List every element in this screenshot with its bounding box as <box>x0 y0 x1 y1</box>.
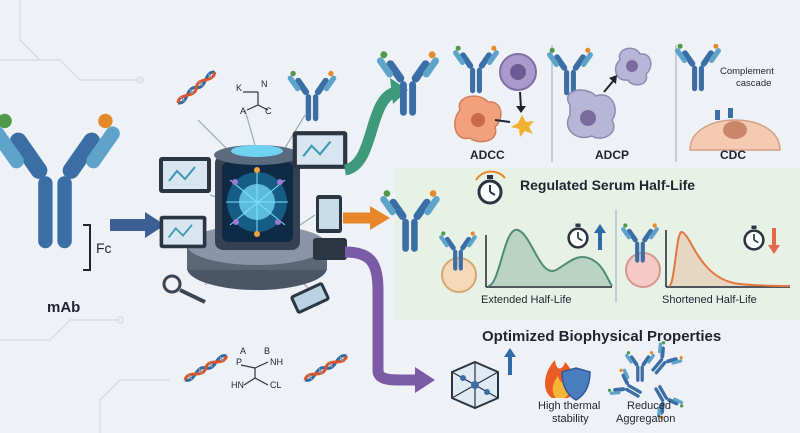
chem-bottom-b: B <box>264 346 271 356</box>
extended-halflife-label: Extended Half-Life <box>481 294 572 306</box>
halflife-title: Regulated Serum Half-Life <box>520 177 696 193</box>
biophys-title: Optimized Biophysical Properties <box>482 328 722 345</box>
fc-bracket <box>83 224 91 271</box>
monitor-icon-left-bottom <box>158 214 208 250</box>
aggregation-label-line2: Aggregation <box>616 413 676 425</box>
biophys-panel <box>451 338 687 422</box>
thermal-label-line2: stability <box>552 413 589 425</box>
chem-bottom-a: A <box>240 346 247 356</box>
extended-halflife-chart <box>438 222 613 293</box>
chem-top-k: K <box>236 83 243 93</box>
shield-icon <box>561 367 591 401</box>
arrow-effector <box>343 86 398 176</box>
chem-bottom-hn: HN <box>231 380 244 390</box>
adcc-label: ADCC <box>470 148 505 162</box>
arrow-up-icon <box>594 224 606 233</box>
arrow-down-icon <box>768 245 780 254</box>
aggregation-label-line1: Reduced <box>627 400 672 412</box>
cdc-label: CDC <box>720 148 746 162</box>
card-icon <box>313 238 347 260</box>
adcp-illustration <box>546 46 652 139</box>
stylus-icon <box>162 274 206 304</box>
circuit-background <box>0 0 170 433</box>
shortened-halflife-chart <box>620 222 791 288</box>
chem-top-n: N <box>261 79 268 89</box>
complement-label-line2: cascade <box>736 78 772 89</box>
thermal-label-line1: High thermal <box>538 400 601 412</box>
chemical-structure-bottom <box>240 361 269 386</box>
chem-bottom-nh: NH <box>270 357 283 367</box>
chemical-structure-top <box>243 91 269 111</box>
cdc-illustration <box>674 42 781 151</box>
adcc-illustration <box>452 44 537 143</box>
monitor-icon-right <box>291 130 349 170</box>
phone-icon <box>290 282 330 314</box>
chem-bottom-p: P <box>236 357 243 367</box>
chem-top-c: C <box>265 106 272 116</box>
shortened-halflife-label: Shortened Half-Life <box>662 294 757 306</box>
fc-label: Fc <box>96 240 112 256</box>
monitor-icon-left-top <box>158 156 212 194</box>
effector-panel <box>375 42 781 162</box>
server-icon <box>187 145 327 290</box>
complement-label-line1: Complement <box>720 66 774 77</box>
adcp-label: ADCP <box>595 148 630 162</box>
chem-bottom-cl: CL <box>270 380 282 390</box>
arrow-biophysical <box>344 246 415 386</box>
input-label: mAb <box>47 299 81 316</box>
chem-top-a: A <box>240 106 247 116</box>
lattice-icon <box>451 348 516 410</box>
